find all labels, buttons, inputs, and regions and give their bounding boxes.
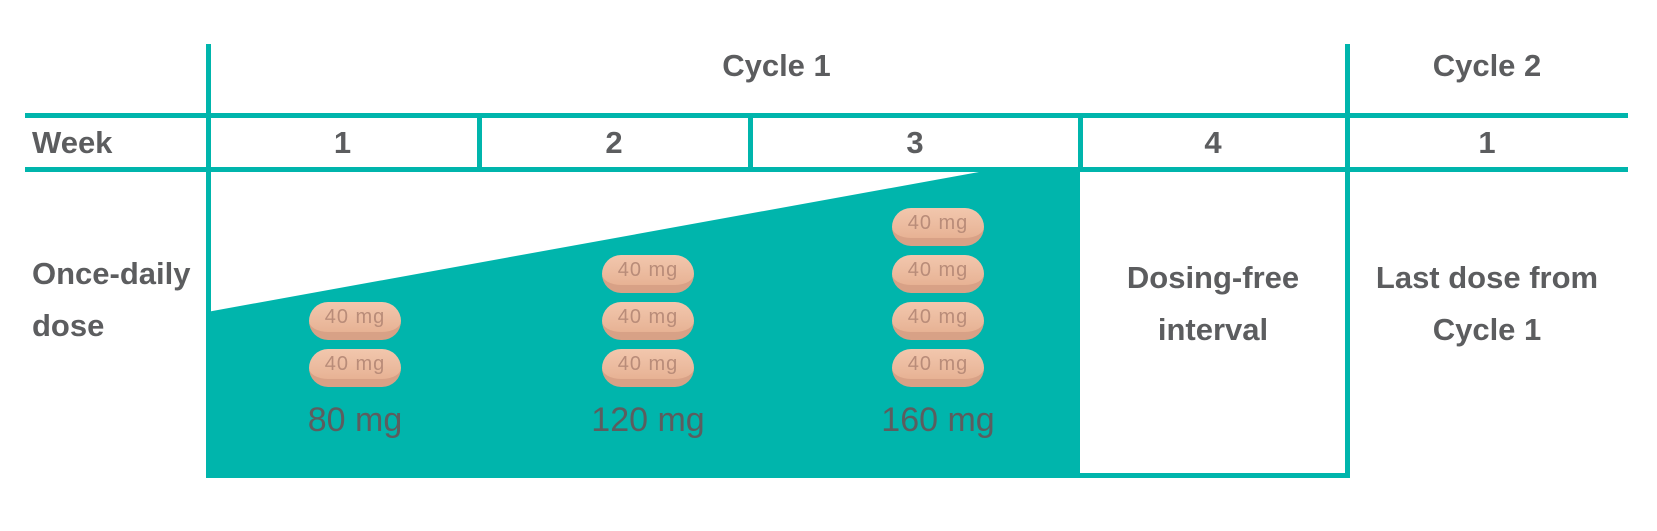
pill-icon: 40 mg (892, 302, 984, 340)
pill-icon: 40 mg (892, 255, 984, 293)
pill-icon: 40 mg (602, 255, 694, 293)
grid-line-below-week-row (25, 167, 1628, 172)
dose-total-week2: 120 mg (591, 401, 705, 439)
pill-stack-week1: 40 mg 40 mg 80 mg (275, 170, 435, 440)
pill-icon: 40 mg (892, 349, 984, 387)
pill-icon: 40 mg (309, 302, 401, 340)
pill-icon: 40 mg (309, 349, 401, 387)
pill-icon: 40 mg (602, 349, 694, 387)
dose-total-week1: 80 mg (307, 401, 403, 439)
grid-line-below-cycle-row (25, 113, 1628, 118)
pill-stack-week3: 40 mg 40 mg 40 mg 40 mg 160 mg (858, 170, 1018, 440)
cycle2-week-1-cell: 1 (1478, 124, 1496, 160)
grid-line-week3-week4-divider (1078, 113, 1083, 172)
pill-icon: 40 mg (602, 302, 694, 340)
dosing-free-interval-cell: Dosing-free interval (1126, 260, 1300, 347)
once-daily-dose-label: Once-daily dose (32, 256, 191, 343)
grid-line-cycle1-cycle2-divider (1345, 44, 1350, 478)
cycle2-header: Cycle 2 (1432, 48, 1542, 83)
grid-line-left-of-cycle1 (206, 44, 211, 478)
pill-icon: 40 mg (892, 208, 984, 246)
grid-line-week2-week3-divider (748, 113, 753, 172)
cycle2-last-dose-cell: Last dose from Cycle 1 (1375, 260, 1599, 347)
week-4-cell: 4 (1204, 124, 1222, 160)
week-row-label: Week (32, 124, 113, 160)
dose-total-week3: 160 mg (881, 401, 995, 439)
pill-stack-week2: 40 mg 40 mg 40 mg 120 mg (568, 170, 728, 440)
week-2-cell: 2 (605, 124, 623, 160)
week-1-cell: 1 (333, 124, 352, 160)
week-3-cell: 3 (906, 124, 924, 160)
grid-line-week1-week2-divider (477, 113, 482, 172)
cycle1-header: Cycle 1 (722, 48, 831, 83)
